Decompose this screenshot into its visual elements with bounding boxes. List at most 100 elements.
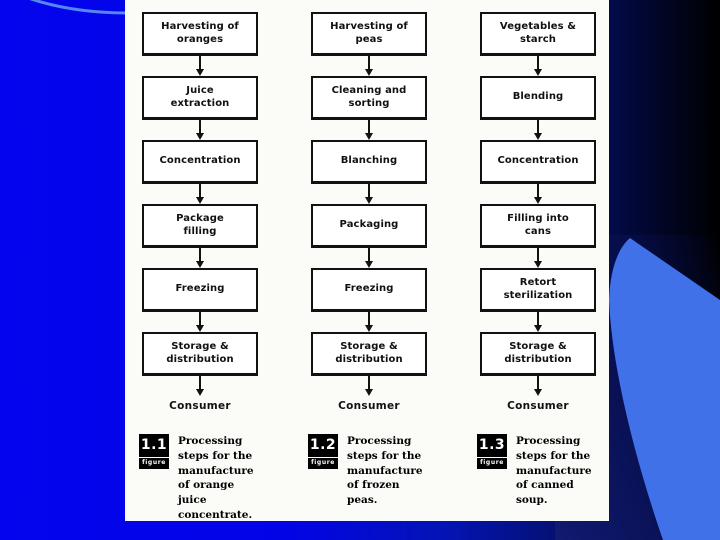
- arrow-line: [199, 376, 201, 389]
- flow-box: Concentration: [480, 140, 596, 184]
- down-arrow: [142, 120, 258, 140]
- down-arrow: [311, 376, 427, 396]
- arrow-line: [199, 312, 201, 325]
- flowchart-column: Harvesting of oranges Juice extraction C…: [139, 0, 258, 523]
- arrow-line: [537, 312, 539, 325]
- flow-step: Vegetables & starch: [480, 12, 596, 76]
- flow-step: Blending: [480, 76, 596, 140]
- down-arrow: [480, 120, 596, 140]
- arrow-line: [537, 376, 539, 389]
- flow-step: Package filling: [142, 204, 258, 268]
- consumer-label: Consumer: [507, 400, 569, 412]
- down-arrow: [480, 184, 596, 204]
- arrow-line: [368, 248, 370, 261]
- figure-caption-text: Processing steps for the manufacture of …: [347, 435, 423, 507]
- down-arrow: [142, 184, 258, 204]
- arrow-head-icon: [196, 69, 204, 76]
- down-arrow: [480, 248, 596, 268]
- arrow-head-icon: [196, 389, 204, 396]
- flow-box: Concentration: [142, 140, 258, 184]
- arrow-head-icon: [534, 133, 542, 140]
- figure-number: 1.1: [140, 437, 168, 453]
- flow-step: Retort sterilization: [480, 268, 596, 332]
- arrow-line: [199, 56, 201, 69]
- arrow-line: [368, 376, 370, 389]
- flow-box: Vegetables & starch: [480, 12, 596, 56]
- flow-box: Package filling: [142, 204, 258, 248]
- arrow-head-icon: [534, 389, 542, 396]
- figure-badge: 1.2 figure: [308, 434, 338, 469]
- flow-box: Juice extraction: [142, 76, 258, 120]
- arrow-head-icon: [196, 261, 204, 268]
- flow-steps: Harvesting of oranges Juice extraction C…: [142, 0, 258, 396]
- flow-box: Harvesting of oranges: [142, 12, 258, 56]
- arrow-line: [368, 184, 370, 197]
- flow-step: Concentration: [480, 140, 596, 204]
- arrow-line: [537, 184, 539, 197]
- flow-box: Freezing: [142, 268, 258, 312]
- arrow-line: [537, 248, 539, 261]
- flowchart-column: Harvesting of peas Cleaning and sorting …: [308, 0, 427, 508]
- arrow-line: [368, 120, 370, 133]
- down-arrow: [311, 248, 427, 268]
- arrow-head-icon: [534, 69, 542, 76]
- arrow-line: [368, 56, 370, 69]
- figure-badge: 1.3 figure: [477, 434, 507, 469]
- down-arrow: [311, 312, 427, 332]
- arrow-head-icon: [365, 69, 373, 76]
- figure-caption-text: Processing steps for the manufacture of …: [178, 435, 254, 521]
- figure-badge: 1.1 figure: [139, 434, 169, 469]
- down-arrow: [142, 376, 258, 396]
- flow-steps: Harvesting of peas Cleaning and sorting …: [311, 0, 427, 396]
- arrow-head-icon: [365, 197, 373, 204]
- flow-step: Harvesting of oranges: [142, 12, 258, 76]
- figure-number: 1.2: [309, 437, 337, 453]
- top-left-arc: [29, 0, 129, 15]
- arrow-head-icon: [365, 389, 373, 396]
- arrow-line: [537, 56, 539, 69]
- flow-step: Storage & distribution: [480, 332, 596, 396]
- arrow-line: [199, 248, 201, 261]
- arrow-head-icon: [534, 325, 542, 332]
- flow-box: Filling into cans: [480, 204, 596, 248]
- figure-word: figure: [477, 457, 507, 469]
- flow-step: Freezing: [311, 268, 427, 332]
- arrow-head-icon: [534, 197, 542, 204]
- down-arrow: [311, 184, 427, 204]
- flow-box: Blanching: [311, 140, 427, 184]
- consumer-label: Consumer: [338, 400, 400, 412]
- flowchart-column: Vegetables & starch Blending Concentrati…: [477, 0, 596, 508]
- consumer-label: Consumer: [169, 400, 231, 412]
- down-arrow: [480, 376, 596, 396]
- flow-step: Cleaning and sorting: [311, 76, 427, 140]
- flow-box: Storage & distribution: [480, 332, 596, 376]
- flow-step: Storage & distribution: [142, 332, 258, 396]
- arrow-head-icon: [365, 261, 373, 268]
- flow-step: Storage & distribution: [311, 332, 427, 396]
- flow-step: Freezing: [142, 268, 258, 332]
- arrow-head-icon: [196, 325, 204, 332]
- flow-step: Filling into cans: [480, 204, 596, 268]
- arrow-head-icon: [196, 133, 204, 140]
- down-arrow: [311, 120, 427, 140]
- arrow-line: [199, 120, 201, 133]
- diagram-panel: Harvesting of oranges Juice extraction C…: [125, 0, 609, 521]
- down-arrow: [142, 312, 258, 332]
- figure-caption: 1.2 figure Processing steps for the manu…: [308, 434, 427, 508]
- figure-word: figure: [308, 457, 338, 469]
- flow-box: Harvesting of peas: [311, 12, 427, 56]
- flow-box: Blending: [480, 76, 596, 120]
- flow-box: Storage & distribution: [311, 332, 427, 376]
- flow-box: Freezing: [311, 268, 427, 312]
- flow-box: Cleaning and sorting: [311, 76, 427, 120]
- flow-box: Retort sterilization: [480, 268, 596, 312]
- figure-caption: 1.3 figure Processing steps for the manu…: [477, 434, 596, 508]
- flow-box: Storage & distribution: [142, 332, 258, 376]
- flow-step: Juice extraction: [142, 76, 258, 140]
- arrow-head-icon: [534, 261, 542, 268]
- figure-caption-text: Processing steps for the manufacture of …: [516, 435, 592, 507]
- flow-box: Packaging: [311, 204, 427, 248]
- down-arrow: [311, 56, 427, 76]
- down-arrow: [480, 56, 596, 76]
